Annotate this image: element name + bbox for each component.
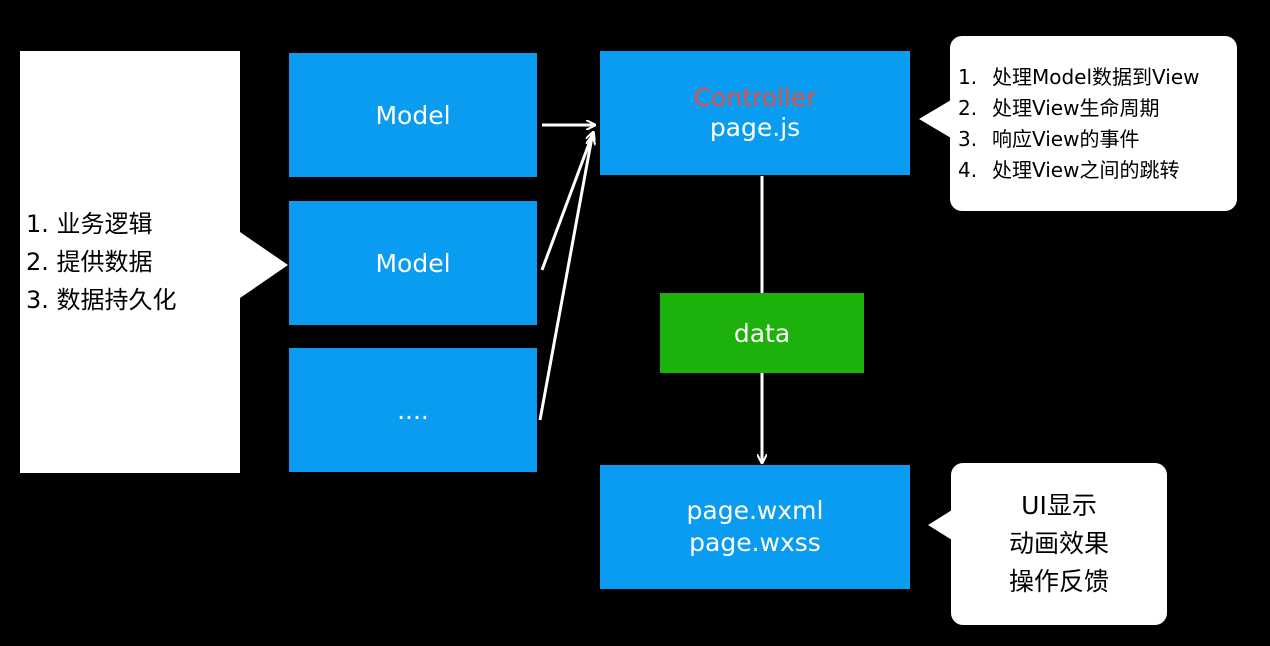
arrow-model2-to-controller: [540, 133, 593, 271]
model-box-2: Model: [289, 201, 537, 325]
arrow-model3-to-controller: [538, 137, 592, 421]
controller-note-number: 1.: [958, 65, 978, 89]
view-note-3: 操作反馈: [1008, 567, 1109, 596]
model-box-1-label: Model: [375, 100, 451, 130]
controller-notes-list: 1. 处理Model数据到View 2. 处理View生命周期 3. 响应View的事…: [958, 62, 1237, 186]
model-box-1: Model: [289, 53, 537, 177]
model-box-more-label: ....: [397, 395, 429, 425]
data-box-label: data: [733, 318, 791, 348]
view-notes-bubble: UI显示 动画效果 操作反馈: [951, 463, 1167, 625]
model-responsibility-3: 3. 数据持久化: [26, 286, 177, 314]
controller-note-text: 响应View的事件: [992, 127, 1140, 151]
controller-notes-bubble: 1. 处理Model数据到View 2. 处理View生命周期 3. 响应View的事…: [950, 36, 1237, 211]
controller-note-item: 2. 处理View生命周期: [958, 93, 1237, 124]
controller-note-number: 2.: [958, 96, 978, 120]
view-notes-bubble-tail: [928, 510, 952, 540]
controller-note-item: 3. 响应View的事件: [958, 124, 1237, 155]
controller-box: Controller page.js: [600, 51, 910, 175]
model-box-more: ....: [289, 348, 537, 472]
model-box-2-label: Model: [375, 248, 451, 278]
view-note-1: UI显示: [1021, 491, 1097, 520]
controller-note-number: 4.: [958, 158, 978, 182]
controller-note-text: 处理Model数据到View: [992, 65, 1200, 89]
view-wxml-label: page.wxml: [686, 496, 824, 525]
view-box: page.wxml page.wxss: [600, 465, 910, 589]
model-responsibility-1: 1. 业务逻辑: [26, 210, 153, 238]
model-responsibility-2: 2. 提供数据: [26, 248, 153, 276]
data-box: data: [660, 293, 864, 373]
model-responsibilities-panel: 1. 业务逻辑 2. 提供数据 3. 数据持久化: [20, 51, 240, 473]
view-wxss-label: page.wxss: [689, 528, 821, 557]
controller-notes-bubble-tail: [919, 100, 951, 138]
controller-note-text: 处理View之间的跳转: [992, 158, 1180, 182]
controller-note-text: 处理View生命周期: [992, 96, 1160, 120]
controller-note-number: 3.: [958, 127, 978, 151]
controller-label: Controller: [693, 83, 817, 112]
left-panel-pointer-arrow: [240, 232, 288, 298]
controller-file-label: page.js: [709, 113, 801, 142]
view-note-2: 动画效果: [1008, 529, 1109, 558]
controller-note-item: 1. 处理Model数据到View: [958, 62, 1237, 93]
controller-note-item: 4. 处理View之间的跳转: [958, 155, 1237, 186]
